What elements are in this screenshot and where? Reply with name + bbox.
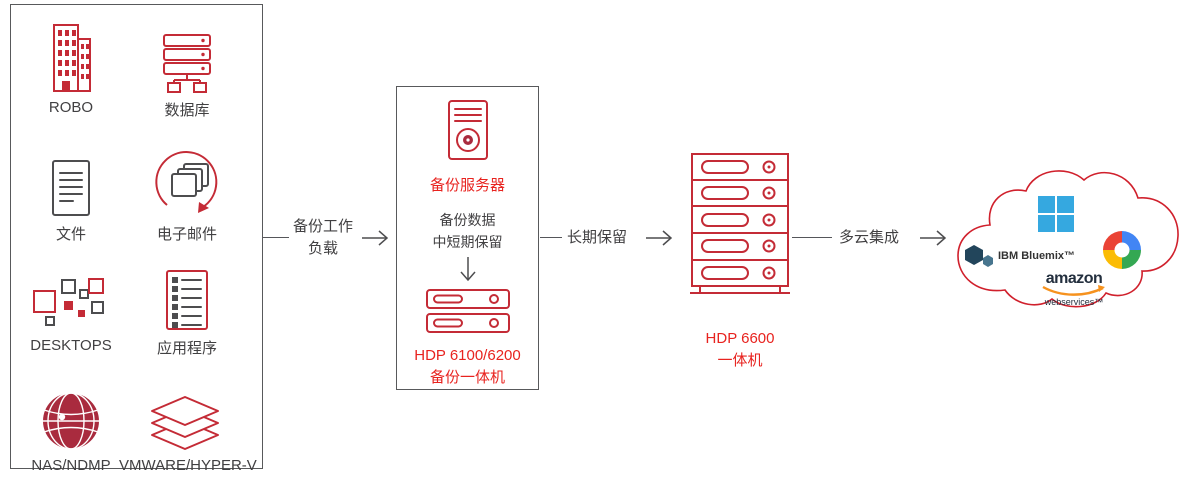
building-icon: [15, 17, 127, 93]
rack-unit-icon: [397, 313, 538, 333]
cloud-outline-icon: [957, 170, 1179, 308]
retention-label-line2: 中短期保留: [432, 234, 503, 250]
source-label-vmware: VMWARE/HYPER-V: [119, 457, 257, 474]
ms-square: [1038, 196, 1055, 213]
ms-square: [1057, 196, 1074, 213]
microsoft-logo-icon: [1038, 196, 1074, 232]
hdp6600-rack-icon: [690, 152, 790, 303]
database-icon: [127, 17, 247, 93]
source-desktops: DESKTOPS: [15, 255, 127, 354]
hdp6600-model-label: HDP 6600: [705, 330, 775, 347]
globe-icon: [15, 375, 127, 451]
hdp6100-type-label: 备份一体机: [429, 369, 505, 386]
connector-line: [540, 237, 562, 238]
source-applications: 应用程序: [127, 255, 247, 358]
sources-panel: ROBO 数据库: [10, 4, 263, 474]
hdp6600-type-label: 一体机: [717, 352, 763, 369]
multicloud-group: IBM Bluemix™ amazon webservices™: [948, 158, 1190, 324]
source-label-database: 数据库: [164, 102, 210, 119]
hdp6100-model-label: HDP 6100/6200: [414, 347, 521, 364]
long-term-label: 长期保留: [566, 229, 627, 246]
down-arrow-icon: [397, 257, 538, 285]
source-email: 电子邮件: [127, 141, 247, 244]
source-label-file: 文件: [55, 226, 86, 243]
amazon-sublabel: webservices™: [1044, 297, 1104, 307]
retention-label-line1: 备份数据: [439, 212, 496, 228]
source-robo: ROBO: [15, 17, 127, 116]
ms-square: [1057, 215, 1074, 232]
source-label-robo: ROBO: [48, 99, 94, 116]
multicloud-label: 多云集成: [838, 229, 899, 246]
ibm-hexagons-icon: [965, 245, 993, 267]
workload-label-line2: 负载: [307, 240, 338, 257]
amazon-label: amazon: [1045, 270, 1103, 287]
source-file: 文件: [15, 141, 127, 244]
backup-appliance-panel: 备份服务器 备份数据 中短期保留 HDP 6100/6200 备份一体机: [396, 86, 539, 390]
source-label-nas: NAS/NDMP: [31, 457, 111, 474]
hdp6600-label: HDP 6600 一体机: [678, 328, 802, 372]
source-vmware: VMWARE/HYPER-V: [119, 375, 257, 474]
amazon-smile-icon: [1042, 285, 1105, 296]
right-arrow-icon: [920, 229, 950, 252]
workload-label: 备份工作 负载: [291, 216, 355, 260]
ibm-bluemix-logo: IBM Bluemix™: [964, 244, 1075, 268]
right-arrow-icon: [362, 229, 392, 252]
connector-line: [792, 237, 832, 238]
ms-square: [1038, 215, 1055, 232]
desktops-icon: [15, 255, 127, 331]
source-label-applications: 应用程序: [156, 340, 217, 357]
tower-server-icon: [397, 99, 538, 161]
applications-icon: [127, 255, 247, 331]
source-database: 数据库: [127, 17, 247, 120]
workload-label-line1: 备份工作: [292, 218, 353, 235]
ibm-bluemix-label: IBM Bluemix™: [998, 250, 1076, 262]
rack-unit-icon: [397, 289, 538, 309]
google-cloud-logo-icon: [1100, 228, 1144, 277]
layers-icon: [119, 375, 251, 451]
connector-line: [263, 237, 289, 238]
source-label-desktops: DESKTOPS: [30, 337, 112, 354]
email-stack-icon: [127, 141, 247, 217]
right-arrow-icon: [646, 229, 676, 252]
source-label-email: 电子邮件: [156, 226, 217, 243]
backup-server-label: 备份服务器: [429, 177, 505, 194]
source-nas: NAS/NDMP: [15, 375, 127, 474]
aws-logo: amazon webservices™: [1028, 270, 1120, 307]
file-icon: [15, 141, 127, 217]
